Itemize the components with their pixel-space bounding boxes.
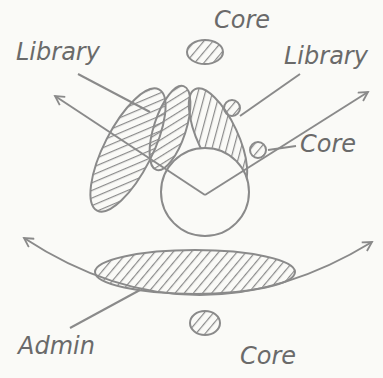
core-bubble bbox=[250, 142, 266, 158]
zone-label: Core bbox=[300, 132, 356, 156]
zone-label: Core bbox=[214, 8, 270, 32]
zone-label: Library bbox=[16, 40, 100, 64]
direction-arrow bbox=[24, 238, 372, 295]
leader-line bbox=[70, 290, 140, 328]
leader-line bbox=[268, 146, 296, 150]
zone-label: Library bbox=[284, 44, 368, 68]
leader-line bbox=[240, 74, 300, 116]
central-circle bbox=[161, 148, 249, 236]
core-bubble bbox=[190, 311, 220, 335]
zone-label: Admin bbox=[18, 334, 95, 358]
direction-arrow bbox=[205, 92, 368, 195]
zone-label: Core bbox=[240, 344, 296, 368]
leader-line bbox=[78, 74, 150, 112]
core-bubble bbox=[187, 40, 223, 64]
core-bubble bbox=[224, 100, 240, 116]
direction-arrow bbox=[55, 96, 205, 195]
